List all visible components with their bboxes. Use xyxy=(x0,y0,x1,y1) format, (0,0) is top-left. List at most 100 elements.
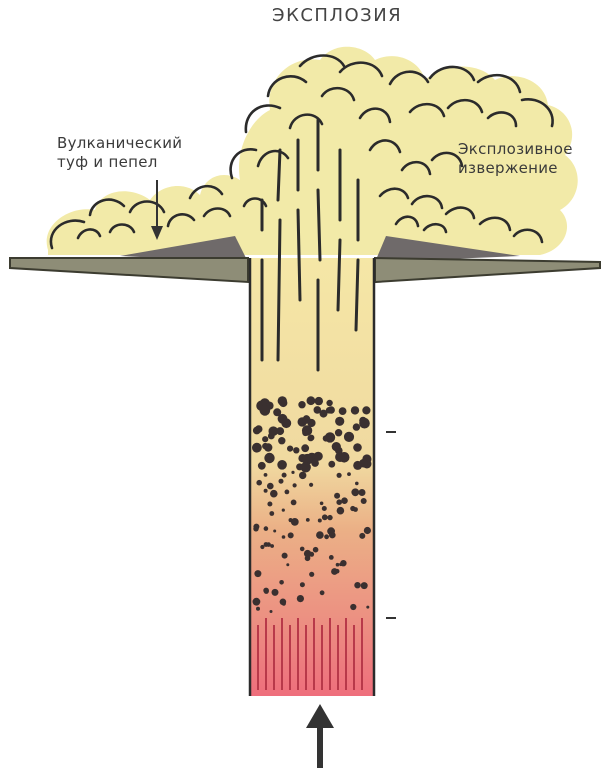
pyroclast-dot xyxy=(260,405,271,416)
pyroclast-dot xyxy=(282,553,288,559)
diagram-title: ЭКСПЛОЗИЯ xyxy=(272,6,402,25)
eruption-label-line2: извержение xyxy=(458,159,573,178)
pyroclast-dot xyxy=(253,427,261,435)
pyroclast-dot xyxy=(315,397,323,405)
pyroclast-dot xyxy=(267,502,272,507)
pyroclast-dot xyxy=(361,498,367,504)
tuff-label-line2: туф и пепел xyxy=(57,153,182,172)
pyroclast-dot xyxy=(253,598,261,606)
pyroclast-dot xyxy=(268,433,275,440)
pyroclast-dot xyxy=(334,493,340,499)
pyroclast-dot xyxy=(341,497,348,504)
pyroclast-dot xyxy=(309,552,314,557)
pyroclast-dot xyxy=(301,444,309,452)
pyroclast-dot xyxy=(355,482,359,486)
pyroclast-dot xyxy=(282,473,287,478)
pyroclast-dot xyxy=(266,542,271,547)
pyroclast-dot xyxy=(270,490,278,498)
pyroclast-dot xyxy=(364,527,371,534)
pyroclast-dot xyxy=(300,547,305,552)
pyroclast-dot xyxy=(353,507,358,512)
pyroclast-dot xyxy=(320,502,324,506)
tuff-label-line1: Вулканический xyxy=(57,134,182,153)
pyroclast-dot xyxy=(359,418,370,429)
pyroclast-dot xyxy=(362,406,370,414)
pyroclast-dot xyxy=(339,563,342,566)
pyroclast-dot xyxy=(270,610,273,613)
pyroclast-dot xyxy=(327,515,332,520)
pyroclast-dot xyxy=(278,437,285,444)
eruption-label-line1: Эксплозивное xyxy=(458,140,573,159)
pyroclast-dot xyxy=(316,531,324,539)
pyroclast-dot xyxy=(254,570,261,577)
pyroclast-dot xyxy=(291,500,297,506)
pyroclast-dot xyxy=(351,406,359,414)
pyroclast-dot xyxy=(336,563,340,567)
pyroclast-dot xyxy=(347,472,351,476)
pyroclast-dot xyxy=(350,604,356,610)
pyroclast-dot xyxy=(262,443,268,449)
pyroclast-dot xyxy=(328,461,335,468)
pyroclast-dot xyxy=(297,595,304,602)
explosive-eruption-label: Эксплозивное извержение xyxy=(458,140,573,178)
pyroclast-dot xyxy=(309,572,314,577)
pyroclast-dot xyxy=(354,582,360,588)
pyroclast-dot xyxy=(288,532,294,538)
pyroclast-dot xyxy=(359,489,366,496)
pyroclast-dot xyxy=(263,588,269,594)
pyroclast-dot xyxy=(335,429,342,436)
pyroclast-dot xyxy=(279,479,284,484)
pyroclast-dot xyxy=(264,473,268,477)
pyroclast-dot xyxy=(332,442,341,451)
pyroclast-dot xyxy=(359,533,365,539)
pyroclast-dot xyxy=(320,590,325,595)
pyroclast-dot xyxy=(329,555,334,560)
pyroclast-dot xyxy=(302,416,310,424)
pyroclast-dot xyxy=(322,506,327,511)
pyroclast-dot xyxy=(305,429,312,436)
pyroclast-dot xyxy=(291,471,294,474)
pyroclast-dot xyxy=(252,443,262,453)
pyroclast-dot xyxy=(273,530,276,533)
pyroclast-dot xyxy=(278,396,287,405)
pyroclast-dot xyxy=(289,518,293,522)
pyroclast-dot xyxy=(329,532,336,539)
pyroclast-dot xyxy=(256,480,262,486)
pyroclast-dot xyxy=(272,589,279,596)
pyroclast-dot xyxy=(264,453,274,463)
pyroclast-dot xyxy=(324,534,329,539)
up-arrow-icon xyxy=(306,704,334,768)
pyroclast-dot xyxy=(326,407,333,414)
pyroclast-dot xyxy=(351,488,359,496)
pyroclast-dot xyxy=(296,463,303,470)
pyroclast-dot xyxy=(361,582,368,589)
pyroclast-dot xyxy=(353,443,362,452)
pyroclast-dot xyxy=(253,524,259,530)
pyroclast-dot xyxy=(344,432,354,442)
pyroclast-dot xyxy=(286,563,289,566)
pyroclast-dot xyxy=(282,535,286,539)
pyroclast-dot xyxy=(318,519,322,523)
pyroclast-dot xyxy=(287,446,293,452)
pyroclast-dot xyxy=(256,607,260,611)
tuff-ash-label: Вулканический туф и пепел xyxy=(57,134,182,172)
pyroclast-dot xyxy=(337,507,345,515)
pyroclast-dot xyxy=(267,483,274,490)
pyroclast-dot xyxy=(309,483,313,487)
pyroclast-dot xyxy=(366,606,369,609)
pyroclast-dot xyxy=(335,452,345,462)
pyroclast-dot xyxy=(300,582,305,587)
pyroclast-dot xyxy=(322,514,328,520)
pyroclast-dot xyxy=(353,461,362,470)
pyroclast-dot xyxy=(313,547,319,553)
pyroclast-dot xyxy=(279,580,284,585)
pyroclast-dot xyxy=(280,599,287,606)
pyroclast-dot xyxy=(299,472,306,479)
pyroclast-dot xyxy=(339,407,347,415)
pyroclast-dot xyxy=(307,396,316,405)
pyroclast-dot xyxy=(311,459,319,467)
pyroclast-dot xyxy=(293,447,299,453)
pyroclast-dot xyxy=(285,490,290,495)
pyroclast-dot xyxy=(298,401,305,408)
